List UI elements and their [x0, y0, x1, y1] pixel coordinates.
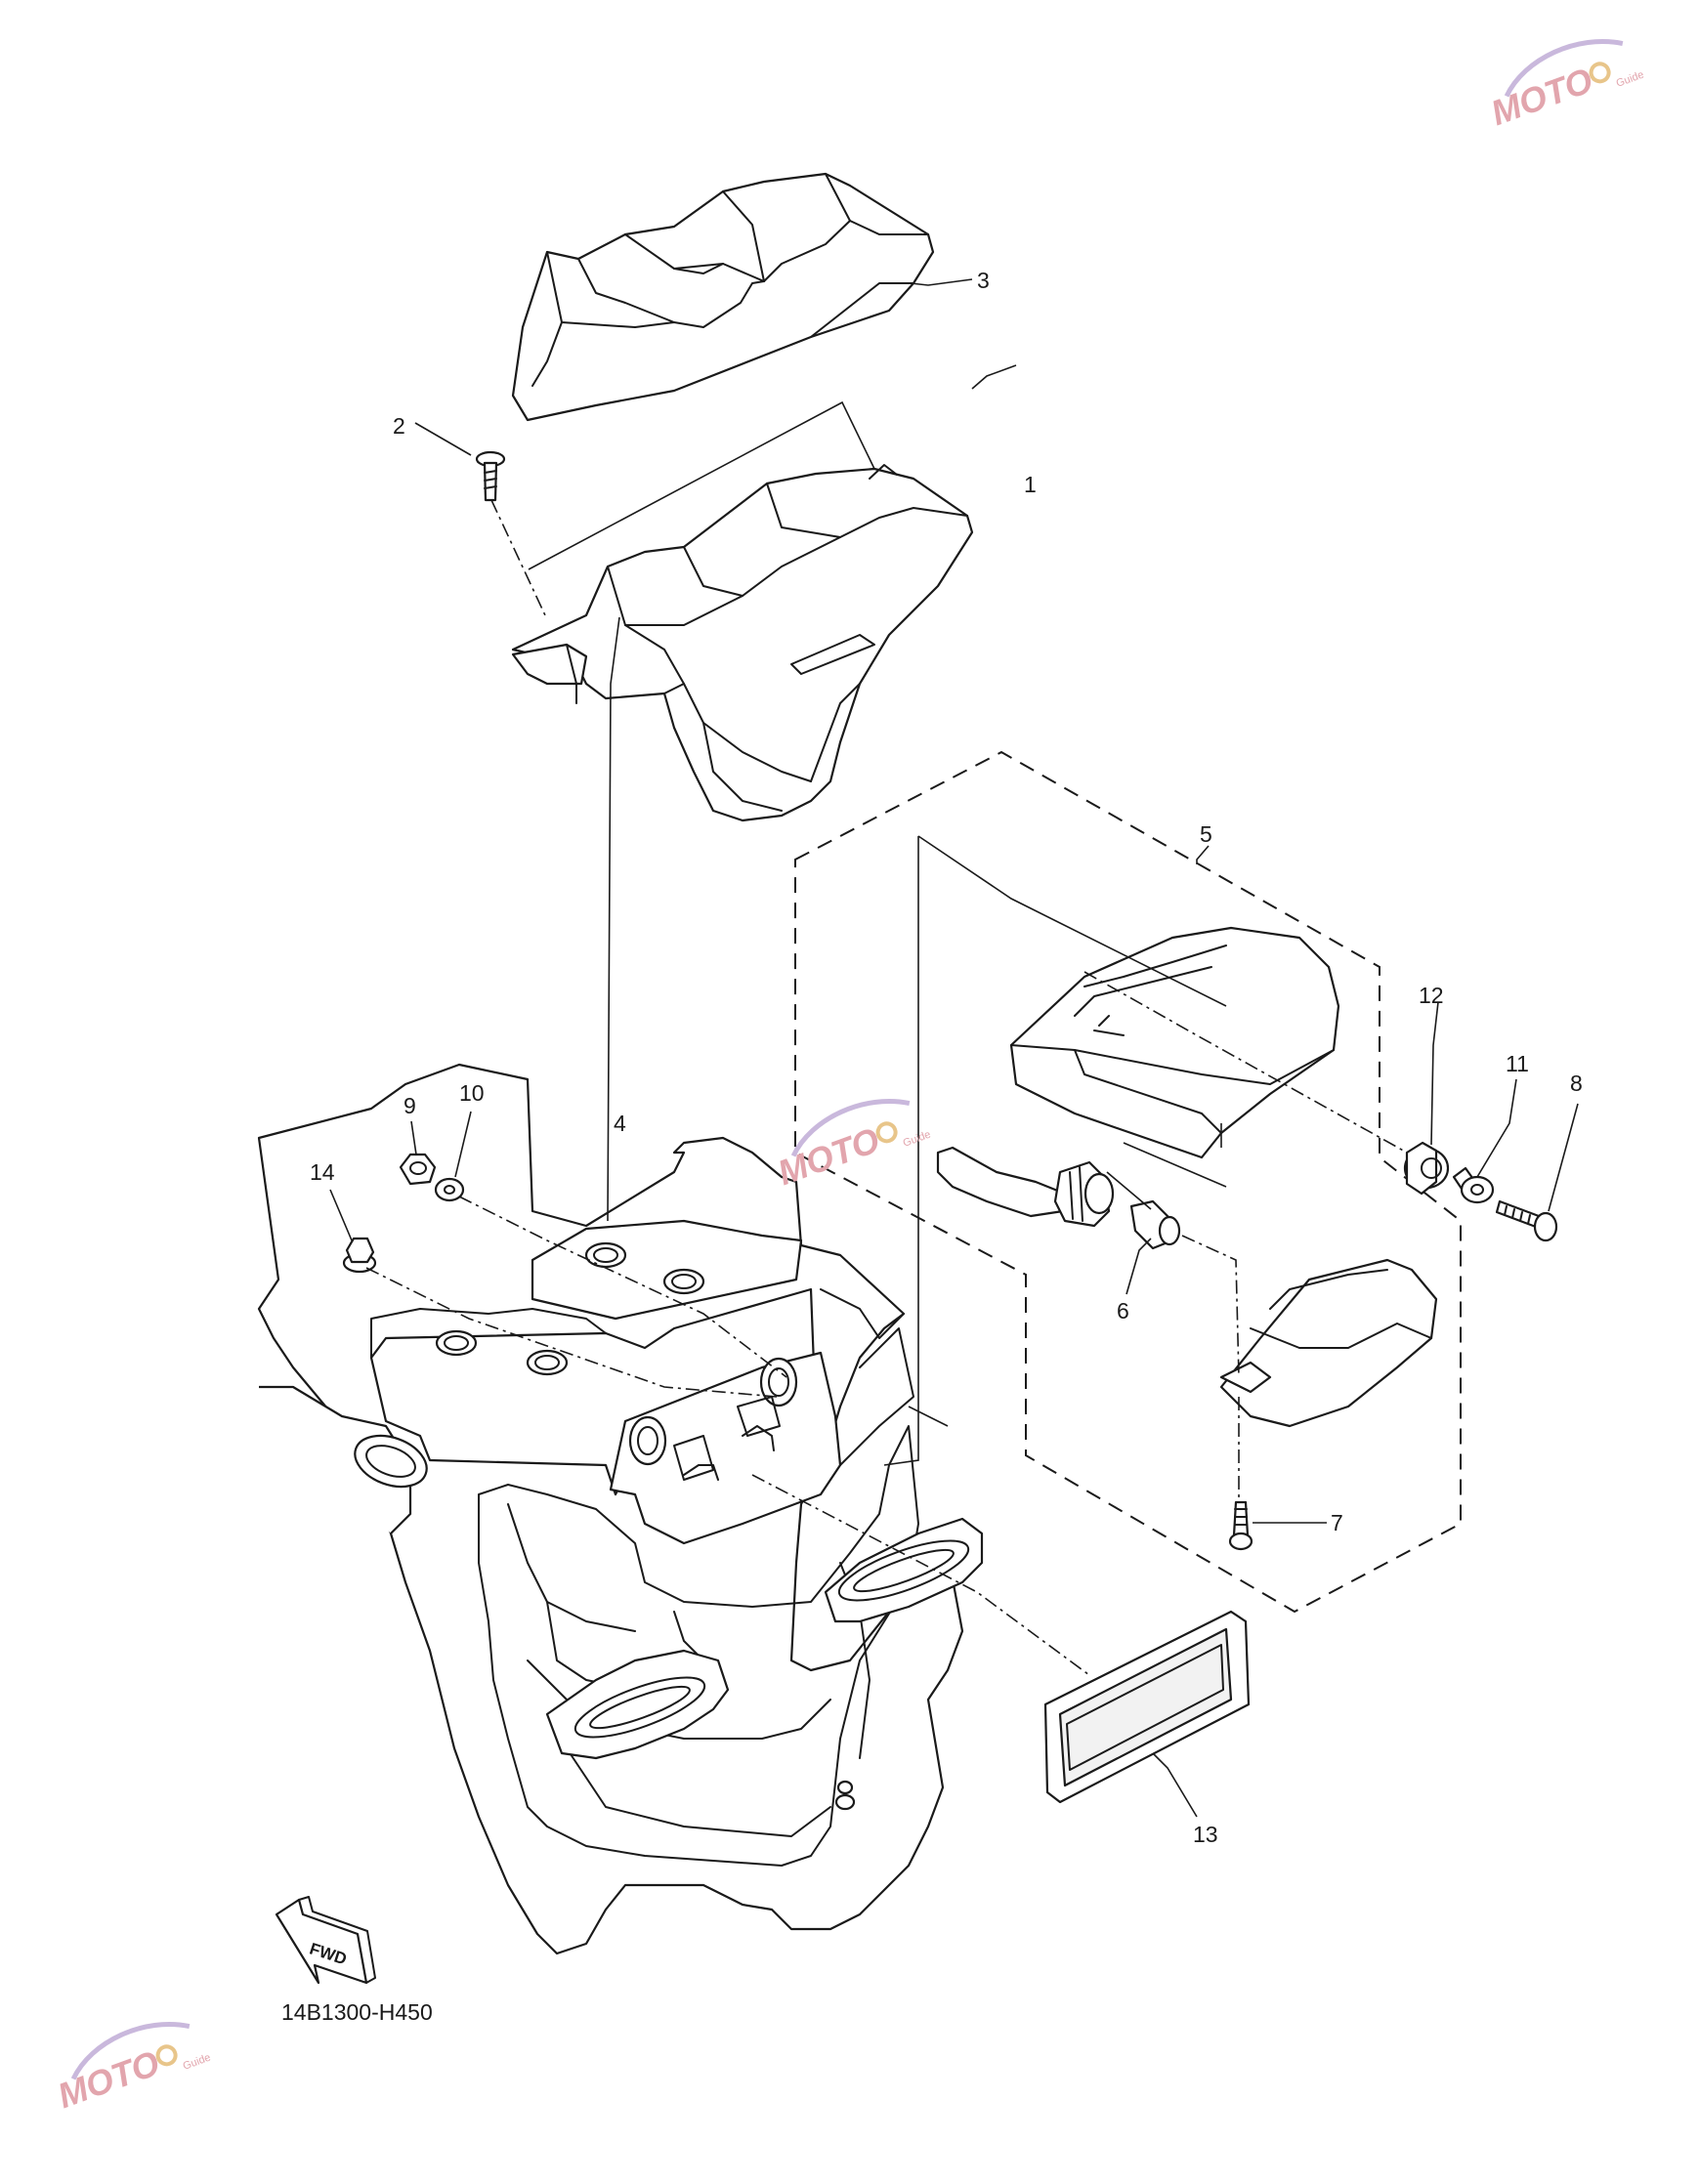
callout-14: 14 — [310, 1159, 335, 1185]
part-9-nut — [399, 1153, 437, 1186]
watermark-logo-center: MOTO Guide — [773, 1098, 933, 1193]
callout-3: 3 — [977, 268, 990, 293]
part-11-collar — [1452, 1166, 1495, 1204]
part-12-grommet — [1403, 1141, 1450, 1196]
callout-4: 4 — [614, 1111, 626, 1136]
part-6-bulb-socket — [936, 1146, 1181, 1250]
watermark-logo-top-right: MOTO Guide — [1486, 38, 1646, 133]
svg-text:MOTO: MOTO — [773, 1119, 885, 1193]
part-14-flange-nut — [342, 1237, 377, 1274]
part-8-screw — [1495, 1199, 1558, 1242]
svg-text:Guide: Guide — [182, 2052, 213, 2073]
svg-text:MOTO: MOTO — [53, 2042, 165, 2116]
part-5-assembly-boundary — [794, 750, 1462, 1614]
callout-6: 6 — [1117, 1298, 1129, 1323]
tail-lamp-lens — [1009, 926, 1340, 1159]
svg-text:MOTO: MOTO — [1486, 60, 1598, 133]
part-7-screw — [1228, 1500, 1253, 1551]
callout-labels: 1 2 3 4 5 6 7 8 9 10 11 12 13 14 — [310, 268, 1583, 1847]
part-10-washer — [434, 1177, 465, 1202]
watermark-logo-bottom-left: MOTO Guide — [53, 2021, 213, 2116]
callout-13: 13 — [1193, 1822, 1218, 1847]
svg-text:Guide: Guide — [1615, 69, 1646, 90]
callout-8: 8 — [1570, 1071, 1583, 1096]
part-1-tail-housing — [511, 464, 974, 822]
callout-12: 12 — [1419, 983, 1444, 1008]
forward-direction-arrow: FWD — [275, 1896, 376, 1985]
tail-lamp-base — [1219, 1258, 1438, 1428]
callout-9: 9 — [404, 1093, 416, 1118]
part-3-seat-cowl — [511, 172, 935, 422]
callout-7: 7 — [1331, 1510, 1343, 1535]
part-4-license-bracket — [257, 1063, 984, 1955]
leader-lines — [329, 278, 1579, 1818]
part-13-reflector — [1043, 1610, 1251, 1804]
callout-2: 2 — [393, 413, 405, 439]
callout-10: 10 — [459, 1080, 485, 1106]
part-2-screw — [475, 450, 506, 502]
callout-1: 1 — [1024, 472, 1037, 497]
diagram-reference-code: 14B1300-H450 — [281, 1999, 433, 2025]
callout-5: 5 — [1200, 821, 1212, 847]
callout-11: 11 — [1506, 1051, 1529, 1076]
svg-text:Guide: Guide — [902, 1129, 933, 1150]
assembly-lines — [365, 400, 1408, 1676]
